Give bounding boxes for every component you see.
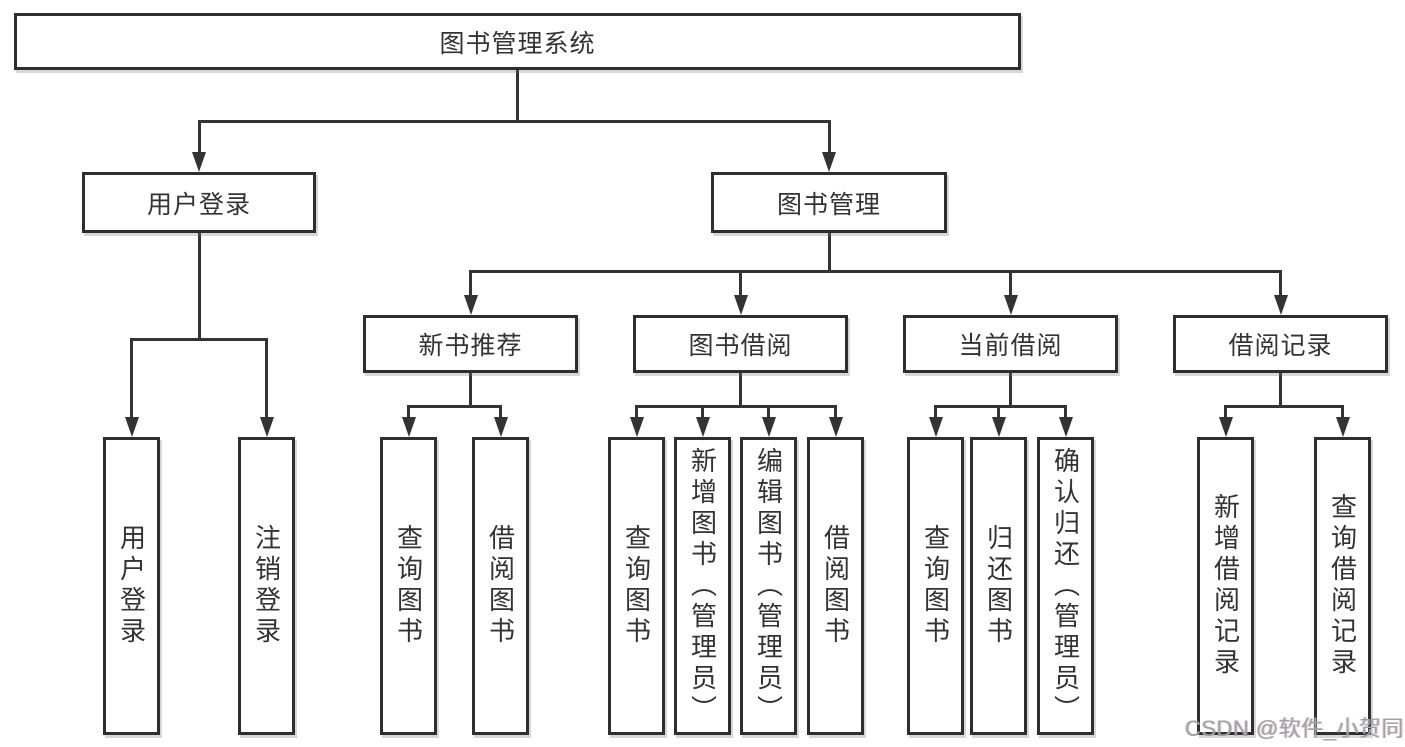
leaf-label: 编辑图书（管理员） xyxy=(753,446,784,726)
leaf-add-borrow-record: 新增借阅记录 xyxy=(1197,437,1254,735)
node-label: 用户登录 xyxy=(146,190,251,219)
connector-line xyxy=(407,405,410,417)
leaf-label: 借阅图书 xyxy=(485,524,516,648)
node-label: 借阅记录 xyxy=(1228,332,1333,360)
connector-line xyxy=(997,405,1000,417)
connector-arrowhead xyxy=(822,152,836,172)
connector-line xyxy=(407,405,502,408)
leaf-label: 借阅图书 xyxy=(820,524,851,648)
node-borrowing-records: 借阅记录 xyxy=(1173,315,1388,373)
connector-line xyxy=(635,405,837,408)
connector-line xyxy=(1064,405,1067,417)
leaf-label: 新增图书（管理员） xyxy=(687,446,718,726)
node-root-library-system: 图书管理系统 xyxy=(14,13,1021,70)
connector-arrowhead xyxy=(1059,417,1073,437)
connector-line xyxy=(739,373,742,405)
connector-line xyxy=(1341,405,1344,417)
connector-arrowhead xyxy=(125,417,139,437)
connector-arrowhead xyxy=(1219,417,1233,437)
leaf-edit-books-admin: 编辑图书（管理员） xyxy=(740,437,797,735)
leaf-user-login: 用户登录 xyxy=(103,437,160,735)
leaf-add-books-admin: 新增图书（管理员） xyxy=(674,437,731,735)
leaf-return-books: 归还图书 xyxy=(970,437,1027,735)
leaf-query-borrow-record: 查询借阅记录 xyxy=(1314,437,1371,735)
connector-arrowhead xyxy=(464,295,478,315)
connector-arrowhead xyxy=(734,295,748,315)
connector-arrowhead xyxy=(829,417,843,437)
leaf-label: 用户登录 xyxy=(116,524,147,648)
connector-line xyxy=(1279,270,1282,295)
connector-line xyxy=(1009,270,1012,295)
connector-line xyxy=(828,120,831,152)
leaf-borrow-books-recommend: 借阅图书 xyxy=(472,437,529,735)
connector-arrowhead xyxy=(992,417,1006,437)
leaf-query-books-recommend: 查询图书 xyxy=(380,437,437,735)
connector-line xyxy=(130,338,268,341)
connector-line xyxy=(828,233,831,270)
connector-line xyxy=(198,120,831,123)
connector-line xyxy=(934,405,937,417)
connector-arrowhead xyxy=(1336,417,1350,437)
leaf-label: 查询图书 xyxy=(920,524,951,648)
connector-line xyxy=(516,70,519,120)
connector-arrowhead xyxy=(929,417,943,437)
connector-line xyxy=(1224,405,1344,408)
connector-arrowhead xyxy=(260,417,274,437)
csdn-watermark: CSDN @软件_小贺同学 xyxy=(1185,716,1405,741)
leaf-label: 新增借阅记录 xyxy=(1210,493,1241,679)
connector-arrowhead xyxy=(696,417,710,437)
leaf-label: 确认归还（管理员） xyxy=(1050,446,1081,726)
connector-line xyxy=(739,270,742,295)
node-book-management: 图书管理 xyxy=(711,172,947,233)
leaf-label: 查询图书 xyxy=(621,524,652,648)
leaf-confirm-return-admin: 确认归还（管理员） xyxy=(1037,437,1094,735)
connector-line xyxy=(198,120,201,152)
node-label: 当前借阅 xyxy=(958,332,1063,360)
node-label: 图书管理系统 xyxy=(439,29,596,58)
connector-line xyxy=(834,405,837,417)
leaf-label: 归还图书 xyxy=(983,524,1014,648)
connector-line xyxy=(701,405,704,417)
connector-arrowhead xyxy=(402,417,416,437)
connector-line xyxy=(934,405,1067,408)
connector-line xyxy=(265,338,268,417)
connector-arrowhead xyxy=(630,417,644,437)
connector-line xyxy=(469,270,1282,273)
node-user-login: 用户登录 xyxy=(82,172,316,233)
node-label: 图书借阅 xyxy=(688,332,793,360)
connector-arrowhead xyxy=(494,417,508,437)
connector-arrowhead xyxy=(192,152,206,172)
connector-arrowhead xyxy=(1004,295,1018,315)
connector-line xyxy=(635,405,638,417)
node-label: 图书管理 xyxy=(776,190,881,219)
connector-arrowhead xyxy=(762,417,776,437)
node-current-borrowing: 当前借阅 xyxy=(903,315,1118,373)
connector-line xyxy=(499,405,502,417)
connector-line xyxy=(1224,405,1227,417)
node-label: 新书推荐 xyxy=(418,332,523,360)
leaf-query-books-current: 查询图书 xyxy=(907,437,964,735)
node-book-borrowing: 图书借阅 xyxy=(633,315,848,373)
leaf-logout: 注销登录 xyxy=(238,437,295,735)
leaf-query-books-borrowing: 查询图书 xyxy=(608,437,665,735)
connector-line xyxy=(469,373,472,405)
connector-line xyxy=(198,233,201,338)
leaf-label: 查询借阅记录 xyxy=(1327,493,1358,679)
connector-line xyxy=(469,270,472,295)
connector-line xyxy=(767,405,770,417)
leaf-borrow-books: 借阅图书 xyxy=(807,437,864,735)
connector-line xyxy=(1279,373,1282,405)
node-new-book-recommendation: 新书推荐 xyxy=(363,315,578,373)
connector-line xyxy=(130,338,133,417)
connector-line xyxy=(1009,373,1012,405)
leaf-label: 查询图书 xyxy=(393,524,424,648)
connector-arrowhead xyxy=(1274,295,1288,315)
leaf-label: 注销登录 xyxy=(251,524,282,648)
